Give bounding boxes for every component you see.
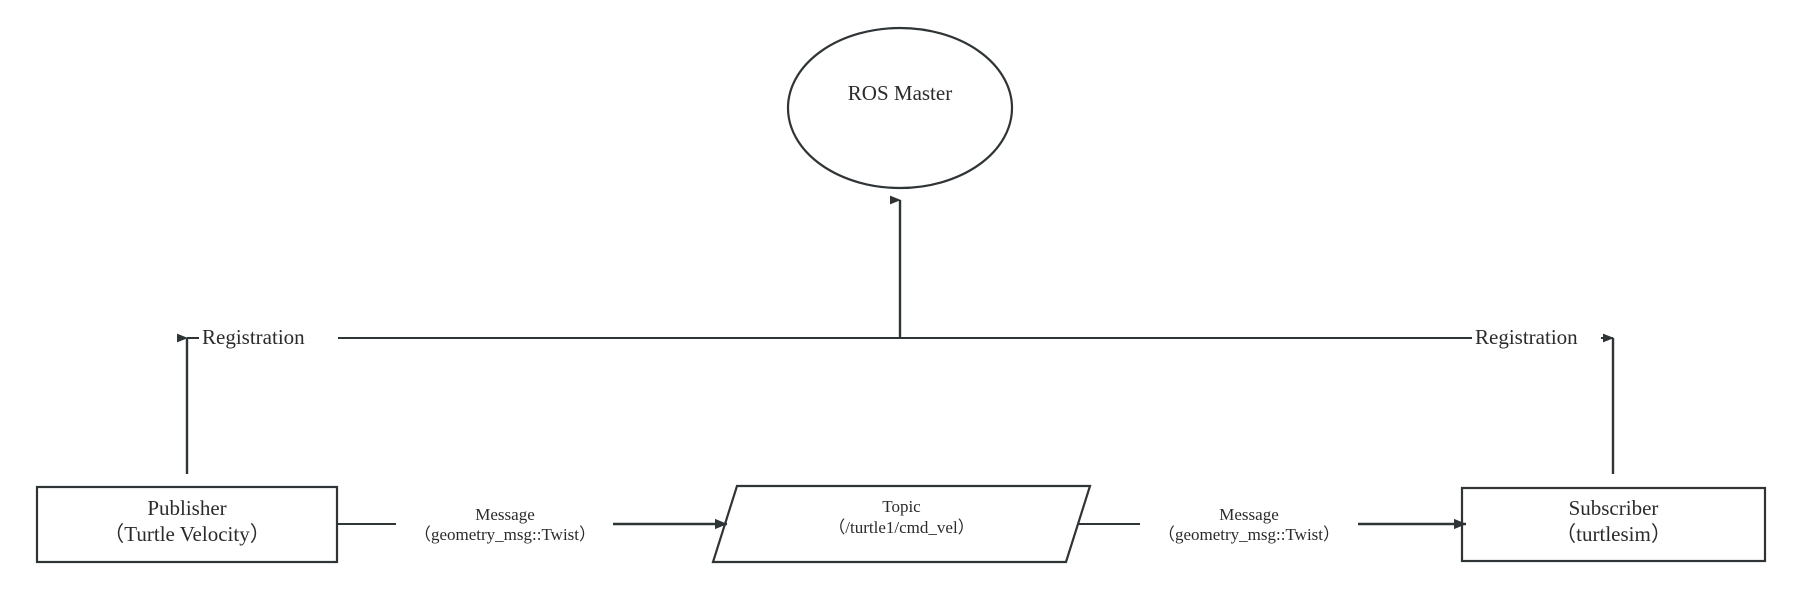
message-label-topic-to-subscriber: Message （geometry_msg::Twist） [1089,505,1409,546]
ros-master-title: ROS [847,81,889,105]
message-label-publisher-to-topic: Message （geometry_msg::Twist） [345,505,665,546]
topic-parallelogram [711,484,1092,564]
ros-master-label: ROS Master [800,80,1000,107]
ros-master-ellipse [786,26,1014,190]
subscriber-box [1460,486,1767,563]
message-subtitle-right: （geometry_msg::Twist） [1157,525,1341,545]
publisher-box [35,485,339,564]
message-title-left: Message [475,505,535,524]
message-subtitle-left: （geometry_msg::Twist） [413,525,597,545]
registration-label-right: Registration [1472,325,1581,350]
message-title-right: Message [1219,505,1279,524]
registration-label-left: Registration [199,325,308,350]
ros-master-subtitle: Master [893,81,953,105]
